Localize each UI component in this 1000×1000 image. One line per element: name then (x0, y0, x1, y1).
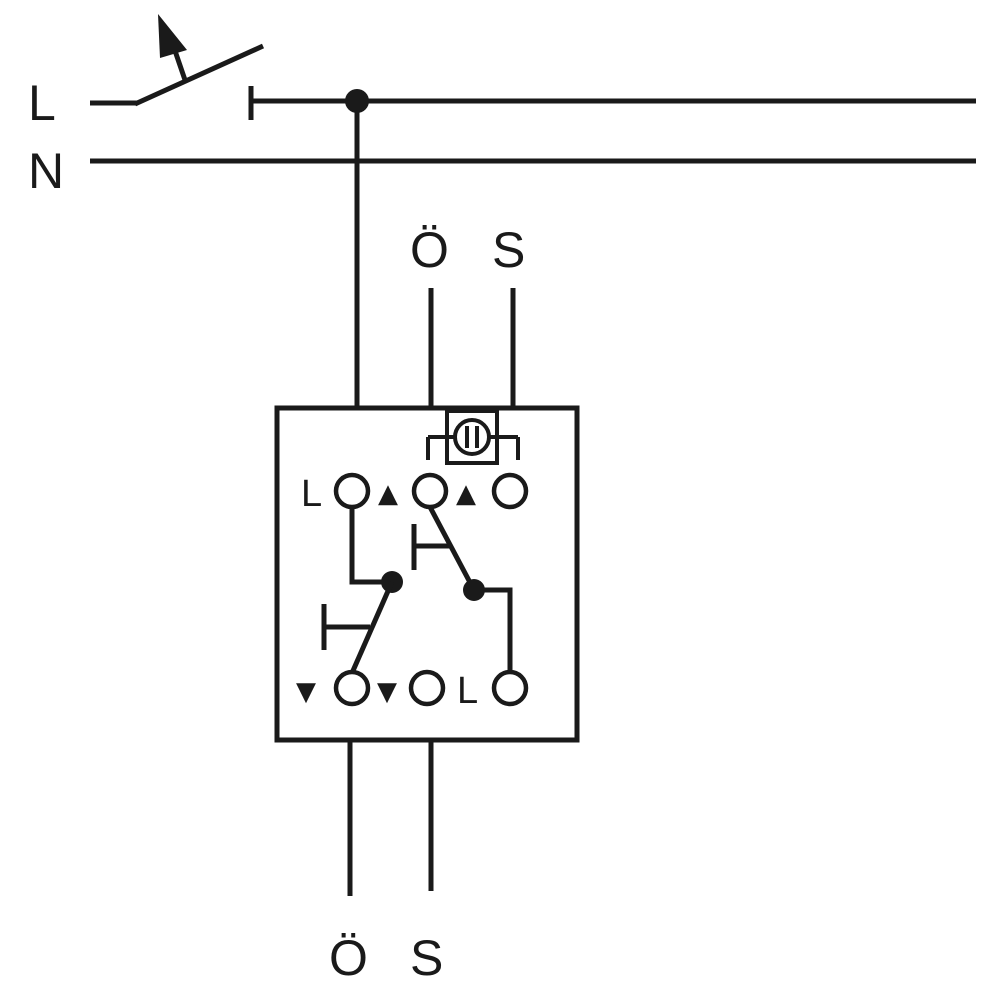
terminal-lower-down-2 (408, 669, 446, 707)
top-open-label: Ö (410, 222, 449, 278)
neutral-label: N (28, 143, 64, 199)
terminal-lower-l (491, 669, 529, 707)
terminal-upper-up-2 (491, 472, 529, 510)
bottom-open-label: Ö (329, 930, 368, 986)
interlock-icon (426, 409, 520, 465)
upper-arrow-1: ▲ (378, 479, 398, 509)
right-switch-feed (474, 587, 513, 673)
pushbutton-icon (411, 524, 452, 570)
terminal-lower-down-1 (333, 669, 371, 707)
switch-arrow-icon (158, 14, 188, 81)
lower-arrow-1: ▼ (296, 677, 316, 707)
left-switch-blade (349, 580, 395, 675)
lower-arrow-2: ▼ (377, 677, 397, 707)
left-switch-feed (349, 507, 392, 585)
main-switch-blade (133, 43, 265, 107)
lower-l-label: L (457, 670, 478, 712)
bottom-close-label: S (410, 930, 443, 986)
upper-l-label: L (301, 473, 322, 515)
top-close-label: S (492, 222, 525, 278)
switch-housing (274, 405, 580, 743)
pushbutton-icon (321, 604, 370, 650)
terminal-upper-up-1 (411, 472, 449, 510)
terminal-upper-l (333, 472, 371, 510)
line-label: L (28, 75, 56, 131)
upper-arrow-2: ▲ (456, 479, 476, 509)
